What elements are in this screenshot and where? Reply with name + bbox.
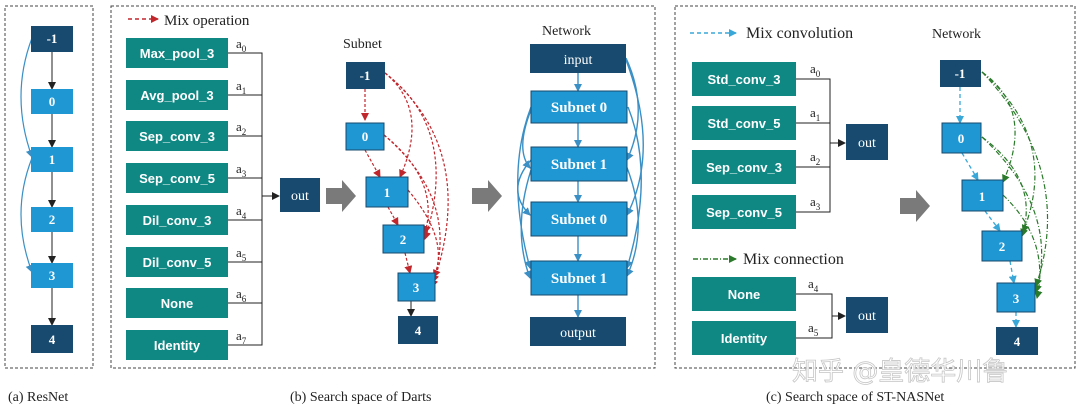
darts-op-2: Sep_conv_3 — [139, 129, 215, 144]
subnet-node-2: 2 — [400, 232, 407, 247]
resnet-node-2 — [31, 207, 73, 232]
stnas-conn-weight-0: a4 — [808, 276, 819, 294]
darts-weight-6: a6 — [236, 286, 247, 304]
stnas-conv-weight-0: a0 — [810, 61, 821, 79]
stnas-out1-label: out — [858, 136, 876, 151]
mix-operation-legend: Mix operation — [164, 13, 250, 29]
stnas-conv-op-1: Std_conv_5 — [708, 116, 781, 131]
darts-op-5: Dil_conv_5 — [143, 255, 212, 270]
resnet-node-1 — [31, 147, 73, 172]
network-output: output — [560, 326, 596, 341]
stnas-conv-op-0: Std_conv_3 — [708, 72, 781, 87]
stnas-conv-ops: Std_conv_3 Std_conv_5 Sep_conv_3 Sep_con… — [692, 62, 796, 229]
resnet-node-m1-label: -1 — [47, 31, 58, 46]
big-arrow-1 — [326, 180, 356, 212]
resnet-node-0 — [31, 89, 73, 114]
resnet-graph: -1 0 1 2 3 4 — [20, 26, 73, 353]
stnas-network-graph: -1 0 1 2 3 4 — [940, 60, 1049, 355]
stnas-out1-box — [846, 124, 888, 160]
darts-weight-0: a0 — [236, 36, 247, 54]
stnas-out2-box — [846, 297, 888, 333]
resnet-node-m1 — [31, 26, 73, 52]
network-input: input — [564, 53, 593, 68]
mix-connection-legend: Mix connection — [743, 251, 844, 268]
panel-b-border — [110, 5, 656, 369]
resnet-node-1-label: 1 — [49, 152, 56, 167]
darts-subnet-graph: -1 0 1 2 3 4 — [345, 62, 449, 344]
stnas-conv-weight-2: a2 — [810, 149, 820, 167]
stnas-node-4: 4 — [1014, 334, 1021, 349]
mix-convolution-legend: Mix convolution — [746, 25, 853, 42]
subnet-title: Subnet — [343, 37, 382, 52]
caption-b: (b) Search space of Darts — [290, 390, 432, 405]
resnet-node-2-label: 2 — [49, 212, 56, 227]
stnas-conv-weight-1: a1 — [810, 105, 820, 123]
darts-out-box — [280, 178, 320, 212]
big-arrow-2 — [472, 180, 502, 212]
stnas-conn-connectors — [796, 293, 846, 339]
panel-a-border — [4, 5, 94, 369]
darts-connectors — [228, 52, 280, 346]
stnas-node-0: 0 — [958, 131, 965, 146]
stnas-node-2: 2 — [999, 239, 1006, 254]
darts-weight-7: a7 — [236, 328, 247, 346]
network-subnet-1b: Subnet 1 — [551, 271, 607, 287]
subnet-node-m1: -1 — [360, 68, 371, 83]
subnet-node-4: 4 — [415, 323, 422, 338]
watermark-text: 知乎 @皇德华川鲁 — [792, 357, 1008, 387]
stnas-node-m1: -1 — [955, 66, 966, 81]
darts-network-title: Network — [542, 24, 591, 39]
darts-weights: a0 a1 a2 a3 a4 a5 a6 a7 — [236, 36, 247, 346]
stnas-out2-label: out — [858, 309, 876, 324]
caption-a: (a) ResNet — [8, 390, 68, 405]
darts-op-7: Identity — [154, 338, 201, 353]
network-subnet-0a: Subnet 0 — [551, 100, 607, 116]
stnas-conv-weights: a0 a1 a2 a3 — [810, 61, 821, 212]
darts-op-3: Sep_conv_5 — [139, 171, 215, 186]
darts-weight-2: a2 — [236, 119, 246, 137]
stnas-conv-op-3: Sep_conv_5 — [706, 205, 782, 220]
darts-weight-5: a5 — [236, 245, 247, 263]
darts-op-0: Max_pool_3 — [140, 46, 214, 61]
stnas-network-title: Network — [932, 27, 981, 42]
darts-weight-3: a3 — [236, 161, 247, 179]
stnas-conn-ops: None Identity — [692, 277, 796, 355]
resnet-node-4 — [31, 325, 73, 353]
panel-c-border — [674, 5, 1076, 369]
darts-weight-1: a1 — [236, 78, 246, 96]
resnet-node-3 — [31, 263, 73, 288]
darts-op-6: None — [161, 296, 194, 311]
stnas-conv-op-2: Sep_conv_3 — [706, 160, 782, 175]
darts-network: input Subnet 0 Subnet 1 Subnet 0 Subnet … — [517, 44, 644, 346]
stnas-conn-weight-1: a5 — [808, 320, 819, 338]
stnas-conn-op-1: Identity — [721, 331, 768, 346]
network-subnet-1a: Subnet 1 — [551, 157, 607, 173]
resnet-node-0-label: 0 — [49, 94, 56, 109]
big-arrow-3 — [900, 190, 930, 222]
subnet-node-1: 1 — [384, 185, 391, 200]
stnas-conn-op-0: None — [728, 287, 761, 302]
stnas-conv-weight-3: a3 — [810, 194, 821, 212]
darts-weight-4: a4 — [236, 203, 247, 221]
stnas-node-1: 1 — [979, 189, 986, 204]
subnet-node-0: 0 — [362, 129, 369, 144]
resnet-node-4-label: 4 — [49, 332, 56, 347]
resnet-node-3-label: 3 — [49, 268, 56, 283]
darts-operations: Max_pool_3 Avg_pool_3 Sep_conv_3 Sep_con… — [126, 38, 228, 360]
stnas-node-3: 3 — [1013, 291, 1020, 306]
darts-op-4: Dil_conv_3 — [143, 213, 212, 228]
darts-out-label: out — [291, 189, 309, 204]
stnas-conv-connectors — [796, 78, 846, 213]
darts-op-1: Avg_pool_3 — [140, 88, 213, 103]
subnet-node-3: 3 — [413, 280, 420, 295]
stnas-conn-weights: a4 a5 — [808, 276, 819, 338]
caption-c: (c) Search space of ST-NASNet — [766, 390, 944, 405]
network-subnet-0b: Subnet 0 — [551, 212, 607, 228]
